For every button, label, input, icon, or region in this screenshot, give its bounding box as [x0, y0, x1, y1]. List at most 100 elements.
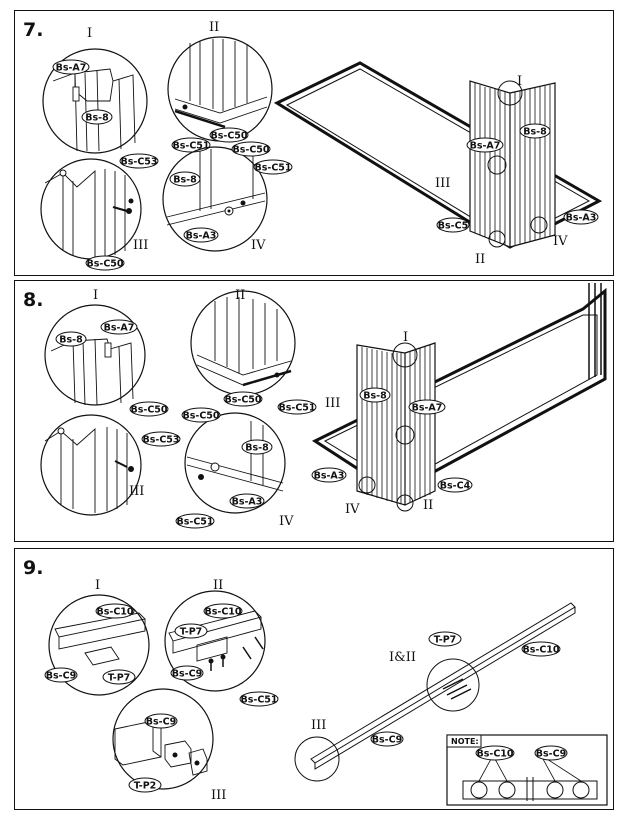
step-number: 8. [23, 289, 44, 311]
svg-text:Bs-C53: Bs-C53 [120, 157, 157, 168]
detail-IV-circle [162, 146, 268, 252]
svg-text:Bs-C51: Bs-C51 [278, 403, 315, 414]
label-bs-8-b: Bs-8 [241, 439, 273, 455]
label-main-a7: Bs-A7 [466, 137, 504, 153]
svg-text:Bs-8: Bs-8 [85, 113, 109, 124]
step-number: 9. [23, 557, 44, 579]
svg-text:Bs-C10: Bs-C10 [476, 749, 513, 760]
label-main-c4: Bs-C4 [437, 477, 473, 493]
label-bs-8-b: Bs-8 [169, 171, 201, 187]
roman-II-main: II [423, 498, 433, 513]
label-bs-c51: Bs-C51 [277, 399, 317, 415]
label-bs-c50: Bs-C50 [209, 127, 249, 143]
step-8-panel: 8. I Bs-8 Bs-A7 II Bs-C50 Bs-C51 III [14, 280, 614, 542]
label-tp7-b: T-P7 [174, 623, 208, 639]
svg-text:Bs-C9: Bs-C9 [172, 669, 202, 680]
svg-text:Bs-C51: Bs-C51 [172, 141, 209, 152]
step-number: 7. [23, 19, 44, 41]
label-tp2: T-P2 [128, 777, 162, 793]
svg-text:Bs-A7: Bs-A7 [104, 323, 135, 334]
svg-text:Bs-C9: Bs-C9 [146, 717, 176, 728]
label-main-8: Bs-8 [359, 387, 391, 403]
label-main-c5: Bs-C5 [436, 217, 470, 233]
svg-text:Bs-C50: Bs-C50 [86, 259, 123, 270]
roman-IV-main: IV [345, 502, 360, 517]
roman-IV: IV [279, 514, 294, 529]
svg-text:Bs-A3: Bs-A3 [232, 497, 263, 508]
main-wall-panel [356, 342, 436, 512]
roman-III-main: III [311, 718, 326, 733]
label-tp7: T-P7 [102, 669, 136, 685]
svg-text:Bs-C50: Bs-C50 [210, 131, 247, 142]
label-main-a3: Bs-A3 [563, 209, 599, 225]
svg-text:Bs-8: Bs-8 [523, 127, 547, 138]
roman-I-II-main: I&II [389, 650, 416, 665]
detail-II-circle [190, 290, 296, 396]
svg-text:Bs-A7: Bs-A7 [412, 403, 443, 414]
svg-text:T-P2: T-P2 [134, 781, 157, 792]
label-bs-c10-b: Bs-C10 [203, 603, 243, 619]
roman-I-top: I [87, 26, 92, 41]
svg-text:Bs-A3: Bs-A3 [314, 471, 345, 482]
svg-text:T-P7: T-P7 [108, 673, 131, 684]
label-bs-8: Bs-8 [81, 109, 113, 125]
label-main-a3: Bs-A3 [311, 467, 347, 483]
label-bs-8: Bs-8 [55, 331, 87, 347]
label-main-a7: Bs-A7 [408, 399, 446, 415]
svg-text:Bs-C50: Bs-C50 [232, 145, 269, 156]
detail-III-circle [112, 688, 214, 790]
svg-text:Bs-C50: Bs-C50 [182, 411, 219, 422]
svg-text:Bs-C9: Bs-C9 [372, 735, 402, 746]
roman-I-top: I [95, 578, 100, 593]
label-main-8: Bs-8 [519, 123, 551, 139]
main-beam [294, 602, 576, 782]
step-8-drawing: I Bs-8 Bs-A7 II Bs-C50 Bs-C51 III Bs-C50… [40, 283, 607, 529]
label-bs-c50: Bs-C50 [223, 391, 263, 407]
svg-text:Bs-8: Bs-8 [59, 335, 83, 346]
roman-II-top: II [213, 578, 223, 593]
roman-II-top: II [209, 20, 219, 35]
label-bs-a7: Bs-A7 [52, 59, 90, 75]
label-bs-c51-b: Bs-C51 [253, 159, 293, 175]
label-bs-c10: Bs-C10 [95, 603, 135, 619]
label-bs-c50-b: Bs-C50 [129, 401, 169, 417]
main-frame [273, 61, 603, 249]
svg-text:Bs-8: Bs-8 [245, 443, 269, 454]
detail-I-circle [44, 304, 146, 406]
svg-text:Bs-C10: Bs-C10 [204, 607, 241, 618]
svg-text:Bs-A7: Bs-A7 [56, 63, 87, 74]
roman-I-main: I [517, 74, 522, 89]
main-wall-panel [469, 80, 556, 248]
roman-III: III [129, 484, 144, 499]
label-bs-c50-c: Bs-C50 [231, 141, 271, 157]
svg-text:Bs-C53: Bs-C53 [142, 435, 179, 446]
label-bs-c50-c: Bs-C50 [181, 407, 221, 423]
roman-II-main: II [475, 252, 485, 267]
label-main-tp7: T-P7 [428, 631, 462, 647]
step-9-drawing: I Bs-C10 Bs-C9 T-P7 II Bs-C10 T-P7 Bs-C9… [44, 578, 608, 806]
roman-III: III [211, 788, 226, 803]
roman-IV-main: IV [553, 234, 568, 249]
label-bs-a7: Bs-A7 [100, 319, 138, 335]
roman-I-main: I [403, 330, 408, 345]
svg-text:T-P7: T-P7 [434, 635, 457, 646]
note-box: NOTE: [446, 734, 608, 806]
roman-III-main: III [325, 396, 340, 411]
svg-text:T-P7: T-P7 [180, 627, 203, 638]
label-bs-c51-b: Bs-C51 [175, 513, 215, 529]
label-bs-c53: Bs-C53 [119, 153, 159, 169]
svg-text:Bs-C9: Bs-C9 [46, 671, 76, 682]
note-label-c10: Bs-C10 [475, 745, 515, 761]
svg-text:Bs-A7: Bs-A7 [470, 141, 501, 152]
svg-text:Bs-C51: Bs-C51 [254, 163, 291, 174]
step-7-panel: 7. I Bs-A7 Bs-8 II Bs-C51 Bs-C50 [14, 10, 614, 276]
svg-text:Bs-C51: Bs-C51 [176, 517, 213, 528]
svg-text:Bs-C50: Bs-C50 [224, 395, 261, 406]
label-bs-c53: Bs-C53 [141, 431, 181, 447]
svg-text:Bs-C51: Bs-C51 [240, 695, 277, 706]
label-bs-c51: Bs-C51 [171, 137, 211, 153]
note-label-c9: Bs-C9 [534, 745, 568, 761]
label-bs-a3: Bs-A3 [229, 493, 265, 509]
detail-II-circle [164, 590, 266, 692]
label-bs-c50-b: Bs-C50 [85, 255, 125, 271]
